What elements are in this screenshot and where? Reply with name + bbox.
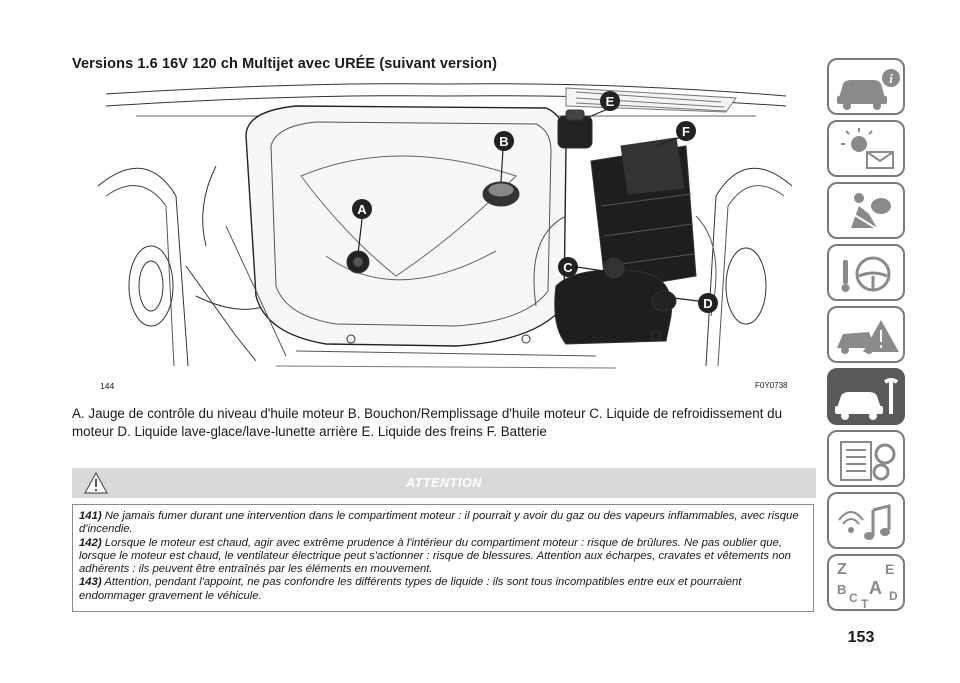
callout-e-label: E bbox=[606, 94, 615, 109]
emergency-icon bbox=[837, 320, 899, 354]
page-number: 153 bbox=[847, 629, 875, 646]
tab-multimedia[interactable] bbox=[827, 492, 905, 549]
warning-item-number: 143) bbox=[79, 576, 102, 589]
car-maintenance-icon bbox=[835, 378, 899, 420]
warning-box: 141) Ne jamais fumer durant une interven… bbox=[72, 504, 814, 612]
multimedia-icon bbox=[838, 504, 891, 540]
figure-code: F0Y0738 bbox=[755, 381, 788, 390]
tab-technical-data[interactable] bbox=[827, 430, 905, 487]
car-info-icon: i bbox=[837, 69, 900, 110]
callout-b-label: B bbox=[499, 134, 508, 149]
warning-lights-icon bbox=[841, 128, 894, 169]
callout-a: A bbox=[352, 199, 372, 219]
tab-warning-lights[interactable] bbox=[827, 120, 905, 177]
index-letter: T bbox=[861, 597, 869, 611]
warning-item: 141) Ne jamais fumer durant une interven… bbox=[79, 510, 807, 537]
tab-emergency[interactable] bbox=[827, 306, 905, 363]
warning-item-text: Attention, pendant l'appoint, ne pas con… bbox=[79, 576, 742, 602]
steering-wheel-icon bbox=[841, 256, 891, 292]
section-title: Versions 1.6 16V 120 ch Multijet avec UR… bbox=[72, 56, 498, 72]
callout-f: F bbox=[676, 121, 696, 141]
callout-a-label: A bbox=[357, 202, 367, 217]
callout-c-label: C bbox=[563, 260, 573, 275]
warning-item: 143) Attention, pendant l'appoint, ne pa… bbox=[79, 576, 807, 603]
warning-item-number: 141) bbox=[79, 510, 102, 522]
index-letter: Z bbox=[837, 561, 847, 578]
index-letter: A bbox=[869, 578, 882, 598]
tab-driving[interactable] bbox=[827, 244, 905, 301]
tab-car-info[interactable]: i bbox=[827, 58, 905, 115]
tab-safety[interactable] bbox=[827, 182, 905, 239]
callout-d-label: D bbox=[703, 296, 712, 311]
warning-item-number: 142) bbox=[79, 536, 102, 549]
svg-text:i: i bbox=[889, 71, 893, 86]
engine-compartment-figure: A B C D E F bbox=[96, 76, 794, 376]
callout-c: C bbox=[558, 257, 578, 277]
callout-d: D bbox=[698, 293, 718, 313]
callout-f-label: F bbox=[682, 124, 690, 139]
index-letter: E bbox=[885, 561, 894, 577]
index-letter: C bbox=[849, 591, 858, 605]
warning-item-text: Lorsque le moteur est chaud, agir avec e… bbox=[79, 536, 791, 576]
warning-item: 142) Lorsque le moteur est chaud, agir a… bbox=[79, 537, 807, 577]
technical-data-icon bbox=[840, 441, 896, 481]
engine-drawing: A B C D E F bbox=[97, 83, 793, 369]
warning-triangle-icon bbox=[83, 471, 109, 499]
index-letter: B bbox=[837, 582, 846, 597]
figure-caption: A. Jauge de contrôle du niveau d'huile m… bbox=[72, 406, 783, 439]
callout-e: E bbox=[600, 91, 620, 111]
airbag-safety-icon bbox=[851, 193, 891, 231]
warning-header: ATTENTION bbox=[72, 468, 816, 498]
figure-number: 144 bbox=[100, 381, 115, 391]
callout-b: B bbox=[494, 131, 514, 151]
warning-title: ATTENTION bbox=[406, 476, 482, 490]
index-letter: D bbox=[889, 589, 898, 603]
warning-item-text: Ne jamais fumer durant une intervention … bbox=[79, 510, 799, 536]
index-icon: Z E B A C D T bbox=[837, 561, 898, 611]
tab-index[interactable]: Z E B A C D T bbox=[827, 554, 905, 611]
tab-maintenance[interactable] bbox=[827, 368, 905, 425]
